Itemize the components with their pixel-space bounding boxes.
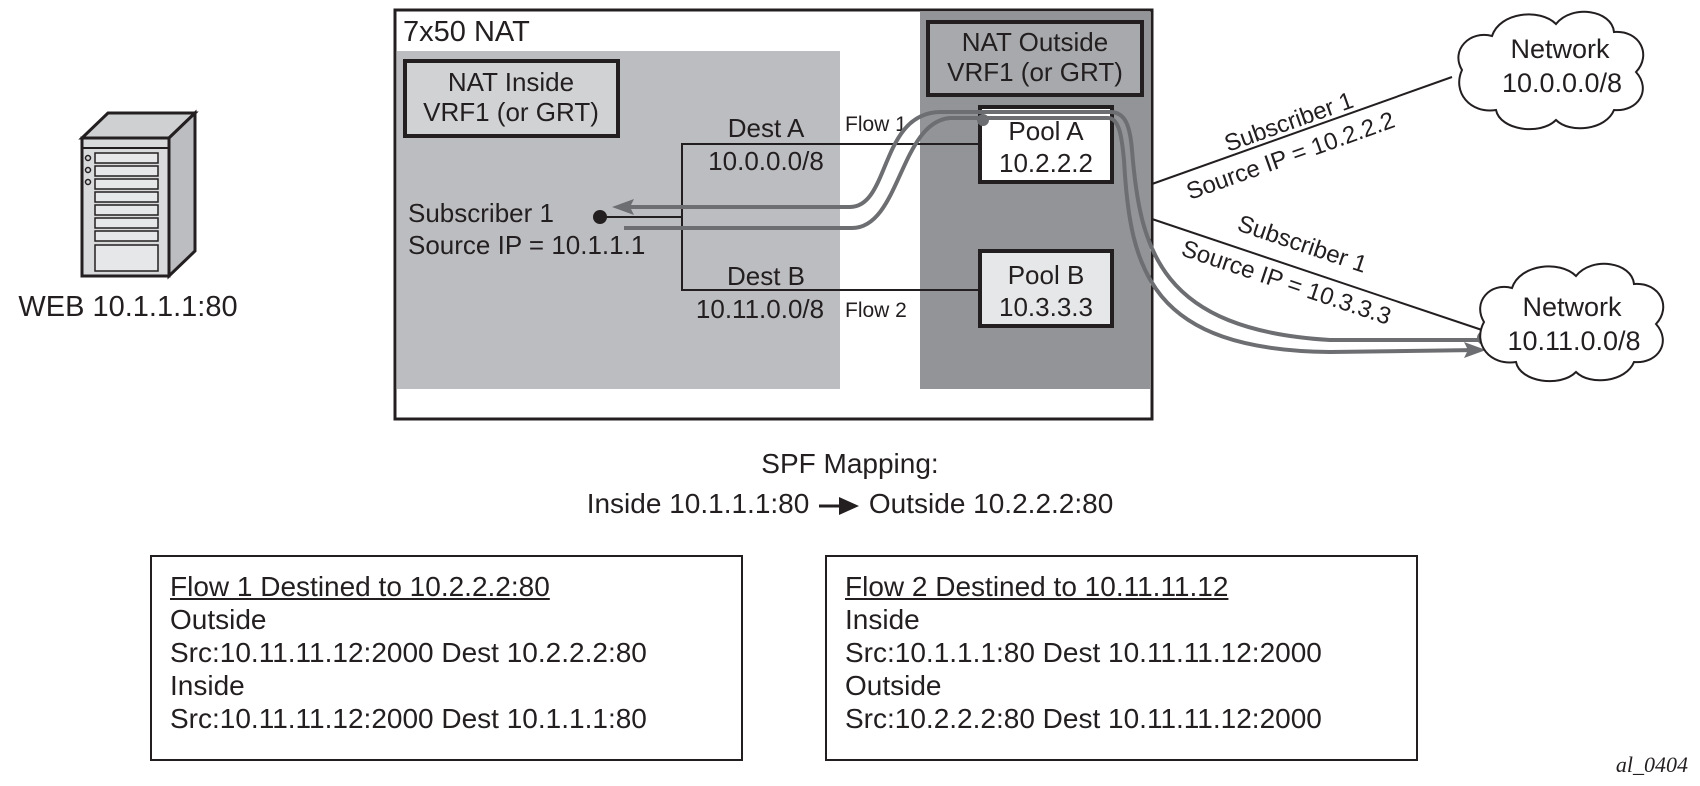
cloud-icon	[1457, 10, 1645, 131]
upper-link	[1151, 76, 1453, 185]
dest-a-label: Dest A	[728, 113, 805, 143]
router-title: 7x50 NAT	[403, 16, 530, 48]
pool-a-line1: Pool A	[1008, 116, 1084, 146]
subscriber-line1: Subscriber 1	[408, 198, 554, 228]
spf-inside: Inside 10.1.1.1:80	[586, 488, 810, 519]
pool-b-box	[978, 249, 1114, 328]
subscriber-line2: Source IP = 10.1.1.1	[408, 230, 645, 260]
network-1-line1: Network	[1510, 34, 1610, 64]
cloud-icon	[1479, 262, 1665, 383]
flow2-label: Flow 2	[845, 299, 907, 322]
spf-mapping: Inside 10.1.1.1:80 Outside 10.2.2.2:80	[0, 488, 1700, 520]
flow-1-title: Flow 1 Destined to 10.2.2.2:80	[170, 571, 550, 602]
flow-1-line: Outside	[170, 604, 267, 635]
flow-1-line: Inside	[170, 670, 245, 701]
flow-1-line: Src:10.11.11.12:2000 Dest 10.2.2.2:80	[170, 637, 647, 668]
pool-a-line2: 10.2.2.2	[999, 148, 1093, 178]
inside-vrf-box	[403, 59, 620, 138]
dest-b-label: Dest B	[727, 261, 805, 291]
subscriber-dot	[593, 210, 607, 224]
figure-id: al_0404	[1615, 752, 1688, 777]
flow-2-line: Src:10.2.2.2:80 Dest 10.11.11.12:2000	[845, 703, 1322, 734]
dest-a-route	[681, 143, 980, 224]
network-1-line2: 10.0.0.0/8	[1502, 68, 1622, 98]
inside-vrf-line1: NAT Inside	[448, 67, 574, 97]
inside-vrf-line2: VRF1 (or GRT)	[423, 97, 599, 127]
outside-vrf-line1: NAT Outside	[962, 27, 1108, 57]
server-label: WEB 10.1.1.1:80	[18, 291, 237, 323]
flow-1-line: Src:10.11.11.12:2000 Dest 10.1.1.1:80	[170, 703, 647, 734]
flow-forward-path	[624, 116, 1479, 355]
server-tower-icon	[78, 109, 199, 280]
spf-outside: Outside 10.2.2.2:80	[868, 488, 1114, 519]
dest-b-prefix: 10.11.0.0/8	[696, 294, 824, 324]
flow-1-box: Flow 1 Destined to 10.2.2.2:80 Outside S…	[150, 555, 743, 761]
lower-link	[1151, 218, 1483, 331]
outside-vrf-box	[926, 20, 1144, 97]
arrow-to-subscriber-icon	[612, 199, 634, 215]
flow-2-line: Src:10.1.1.1:80 Dest 10.11.11.12:2000	[845, 637, 1322, 668]
flow-2-line: Outside	[845, 670, 942, 701]
flow-paths	[622, 110, 1484, 355]
flow-return-path	[622, 110, 1484, 342]
spf-title: SPF Mapping:	[761, 448, 939, 479]
right-arrow-icon	[819, 496, 860, 515]
flow1-label: Flow 1	[845, 113, 907, 136]
pool-a-dot	[977, 114, 989, 126]
network-2-line2: 10.11.0.0/8	[1507, 326, 1640, 356]
pool-b-line2: 10.3.3.3	[999, 292, 1093, 322]
flow-2-box: Flow 2 Destined to 10.11.11.12 Inside Sr…	[825, 555, 1418, 761]
flow-2-line: Inside	[845, 604, 920, 635]
arrow-to-network-icon	[1464, 342, 1486, 358]
flow-2-title: Flow 2 Destined to 10.11.11.12	[845, 571, 1229, 602]
network-2-line1: Network	[1522, 292, 1622, 322]
dest-a-prefix: 10.0.0.0/8	[708, 146, 824, 176]
outside-vrf-line2: VRF1 (or GRT)	[947, 57, 1123, 87]
dest-b-route	[681, 224, 980, 291]
pool-b-line1: Pool B	[1008, 260, 1085, 290]
